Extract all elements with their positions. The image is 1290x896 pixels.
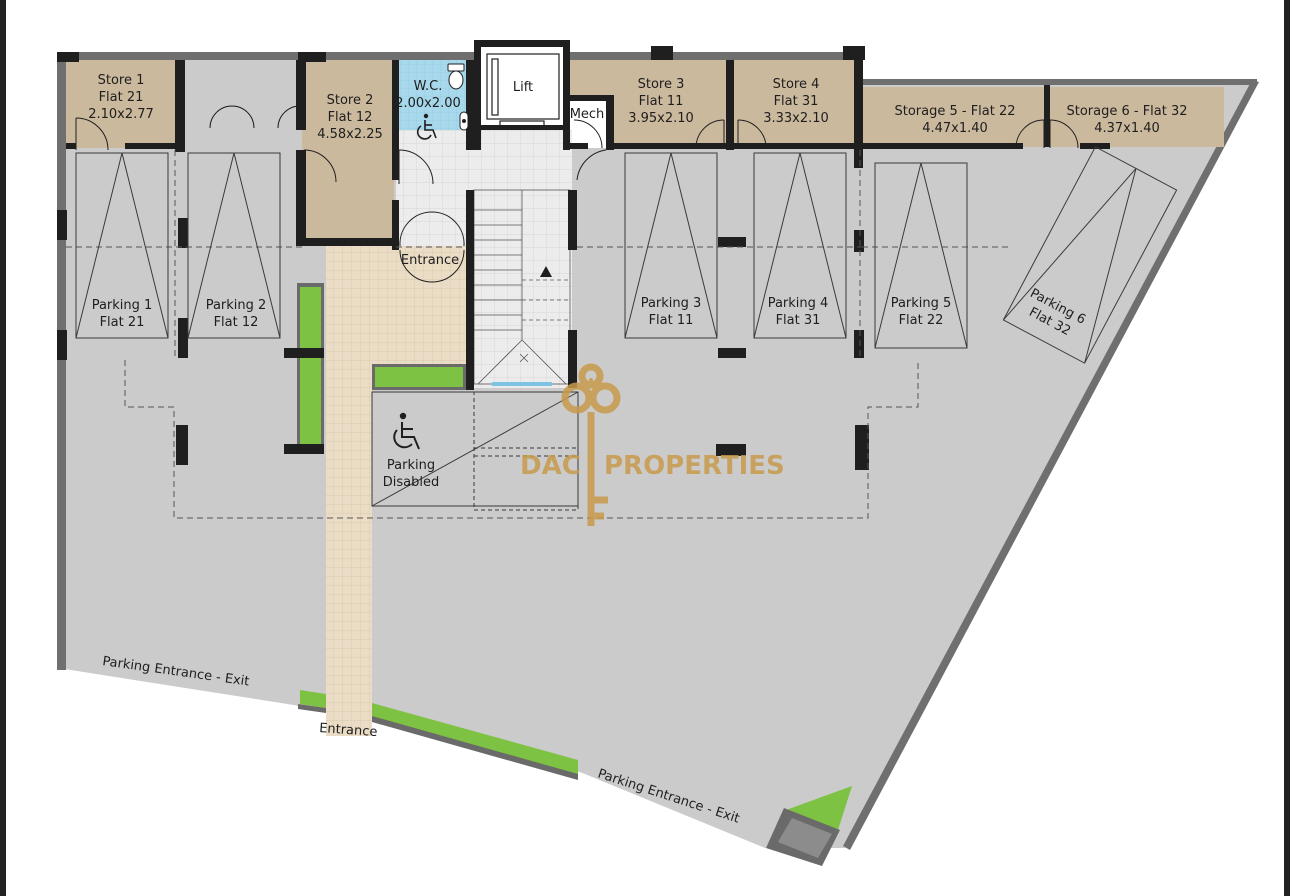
parking-1-flat: Flat 21 bbox=[100, 315, 145, 330]
parking-3-title: Parking 3 bbox=[641, 296, 702, 311]
outer-walls bbox=[57, 52, 1259, 850]
parking-bay-disabled bbox=[371, 391, 579, 511]
parking-2-title: Parking 2 bbox=[206, 298, 267, 313]
storage-6-title: Storage 6 - Flat 32 bbox=[1066, 104, 1187, 119]
storage-5 bbox=[862, 87, 1046, 147]
store-3-flat: Flat 11 bbox=[639, 94, 684, 109]
store-4-title: Store 4 bbox=[773, 77, 820, 92]
store-1-flat: Flat 21 bbox=[99, 90, 144, 105]
lift-car bbox=[486, 53, 560, 128]
boundary-wall bbox=[298, 704, 840, 866]
mech-room bbox=[568, 100, 606, 148]
watermark-right: PROPERTIES bbox=[604, 451, 785, 481]
store-4 bbox=[730, 60, 858, 148]
store-2-flat: Flat 12 bbox=[328, 110, 373, 125]
pedestrian-path bbox=[326, 246, 466, 366]
stair-window bbox=[492, 382, 552, 386]
store-4-flat: Flat 31 bbox=[774, 94, 819, 109]
parking-4-title: Parking 4 bbox=[768, 296, 829, 311]
wc-title: W.C. bbox=[414, 79, 443, 94]
parking-1-title: Parking 1 bbox=[92, 298, 153, 313]
parking-4-flat: Flat 31 bbox=[776, 313, 821, 328]
store-3-size: 3.95x2.10 bbox=[628, 111, 694, 126]
wheelchair-icon bbox=[416, 113, 437, 140]
circulation-boundary bbox=[66, 150, 1010, 519]
wheelchair-icon bbox=[393, 412, 420, 450]
entrance-inner-label: Entrance bbox=[401, 253, 459, 268]
doors bbox=[75, 105, 1079, 283]
storage-5-size: 4.47x1.40 bbox=[922, 121, 988, 136]
parking-bay-4 bbox=[753, 152, 847, 339]
store-1-title: Store 1 bbox=[98, 73, 145, 88]
parking-bay-2 bbox=[187, 152, 281, 339]
storage-6-size: 4.37x1.40 bbox=[1094, 121, 1160, 136]
store-2 bbox=[302, 60, 394, 242]
store-2-size: 4.58x2.25 bbox=[317, 127, 383, 142]
pedestrian-path-lower bbox=[326, 366, 372, 736]
parking-5-title: Parking 5 bbox=[891, 296, 952, 311]
sink-icon bbox=[459, 111, 469, 131]
wc-size: 2.00x2.00 bbox=[395, 96, 461, 111]
parking-bay-3 bbox=[624, 152, 718, 339]
key-logo-icon bbox=[561, 363, 621, 526]
store-1-size: 2.10x2.77 bbox=[88, 107, 154, 122]
storage-5-title: Storage 5 - Flat 22 bbox=[894, 104, 1015, 119]
planters bbox=[297, 283, 852, 830]
store-2-title: Store 2 bbox=[327, 93, 374, 108]
lift-title: Lift bbox=[513, 80, 533, 95]
store-3-title: Store 3 bbox=[638, 77, 685, 92]
parking-3-flat: Flat 11 bbox=[649, 313, 694, 328]
parking-5-flat: Flat 22 bbox=[899, 313, 944, 328]
mech-title: Mech bbox=[570, 107, 605, 122]
store-1 bbox=[66, 60, 176, 148]
stair-direction-icon bbox=[540, 266, 552, 277]
toilet-icon bbox=[447, 63, 465, 90]
parking-bay-6 bbox=[1002, 146, 1178, 364]
frame-border-left bbox=[0, 0, 6, 896]
parking-disabled-line1: Parking bbox=[387, 458, 435, 473]
entrance-outer-label: Entrance bbox=[319, 721, 378, 740]
parking-2-flat: Flat 12 bbox=[214, 315, 259, 330]
storage-6 bbox=[1048, 87, 1224, 147]
parking-disabled-line2: Disabled bbox=[383, 475, 439, 490]
parking-bay-1 bbox=[75, 152, 169, 339]
frame-border-right bbox=[1284, 0, 1290, 896]
parking-bay-5 bbox=[874, 162, 968, 349]
watermark-left: DAC bbox=[520, 451, 581, 481]
store-4-size: 3.33x2.10 bbox=[763, 111, 829, 126]
